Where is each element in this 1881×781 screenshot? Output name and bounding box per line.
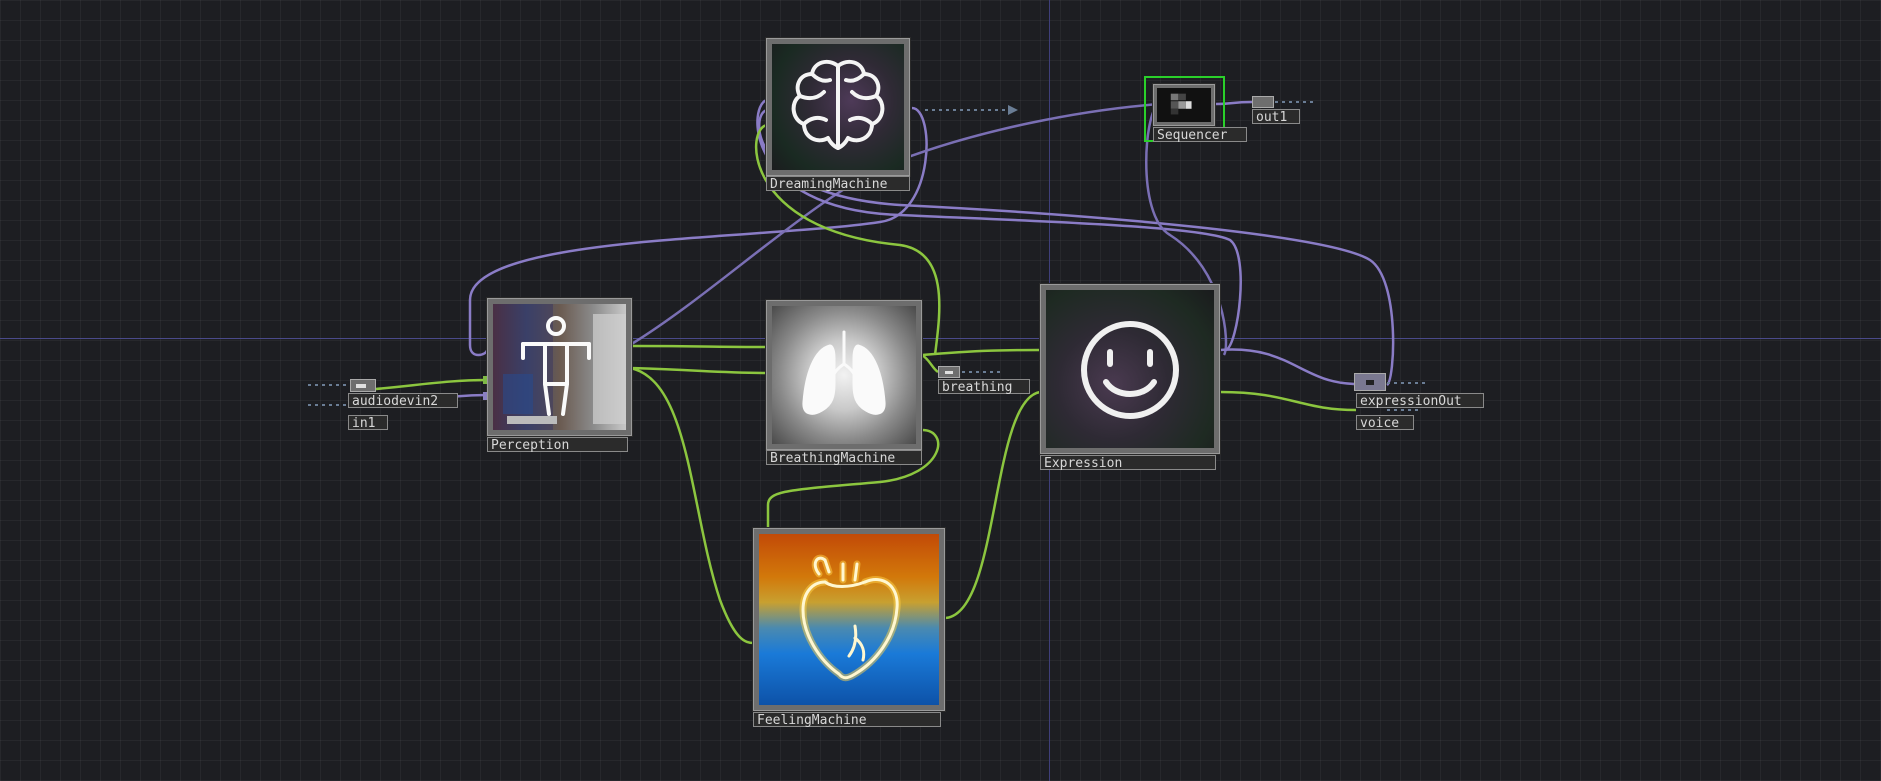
perception-label: Perception — [487, 437, 628, 453]
sequencer-icon — [1157, 88, 1211, 122]
heart-icon — [759, 534, 939, 705]
wire-dreaming-to-breathing — [754, 123, 941, 356]
operator-glyph-icon — [356, 384, 366, 388]
wire-breathing-to-breathing-out — [921, 353, 939, 374]
wire-dreaming-to-expression-top — [756, 98, 1242, 352]
feeling-machine-node[interactable] — [753, 528, 945, 711]
audiodevin2-operator[interactable] — [350, 379, 376, 392]
expression-out-operator[interactable] — [1354, 373, 1386, 391]
sequencer-node[interactable] — [1153, 84, 1215, 126]
expression-out-label: expressionOut — [1356, 393, 1484, 409]
wire-sequencer-to-expression — [1145, 102, 1228, 356]
network-horizontal-axis — [0, 338, 1881, 339]
wire-dreaming-to-perception — [468, 106, 928, 357]
wire-arrow-icon — [1008, 105, 1018, 115]
brain-icon — [772, 44, 904, 170]
operator-glyph-icon — [945, 371, 953, 374]
smiley-face-icon — [1046, 290, 1214, 448]
expression-node[interactable] — [1040, 284, 1220, 454]
breathing-machine-label: BreathingMachine — [766, 450, 922, 466]
wire-feeling-to-expression — [943, 390, 1041, 620]
perception-node[interactable] — [487, 298, 632, 436]
wire-breathing-to-expression — [921, 348, 1041, 357]
dreaming-machine-label: DreamingMachine — [766, 176, 910, 192]
wire-perception-to-breathing — [629, 344, 771, 349]
out1-label: out1 — [1252, 109, 1300, 125]
out1-operator[interactable] — [1252, 96, 1274, 108]
wire-perception-to-breathing-2 — [629, 366, 771, 375]
wire-expression-to-voice — [1219, 390, 1357, 412]
dreaming-machine-node[interactable] — [766, 38, 910, 176]
breathing-machine-node[interactable] — [766, 300, 922, 450]
voice-label: voice — [1356, 415, 1414, 431]
expression-label: Expression — [1040, 455, 1216, 471]
operator-glyph-icon — [1366, 380, 1374, 385]
wire-breathing-to-feeling — [766, 428, 940, 528]
lungs-icon — [772, 306, 916, 444]
wire-sequencer-out1 — [1215, 100, 1253, 106]
perception-input-connector-2[interactable] — [483, 392, 487, 400]
body-pose-icon — [493, 304, 626, 430]
in1-label: in1 — [348, 415, 388, 431]
perception-input-connector[interactable] — [483, 376, 487, 384]
breathing-out-operator[interactable] — [938, 366, 960, 378]
sequencer-label: Sequencer — [1153, 127, 1247, 143]
feeling-machine-label: FeelingMachine — [753, 712, 941, 728]
breathing-out-label: breathing — [938, 379, 1030, 395]
wire-audiodevin-to-perception — [375, 378, 488, 391]
audiodevin2-label: audiodevin2 — [348, 393, 458, 409]
wire-perception-to-feeling — [629, 366, 755, 645]
wire-expression-to-expressionOut — [1219, 348, 1355, 386]
